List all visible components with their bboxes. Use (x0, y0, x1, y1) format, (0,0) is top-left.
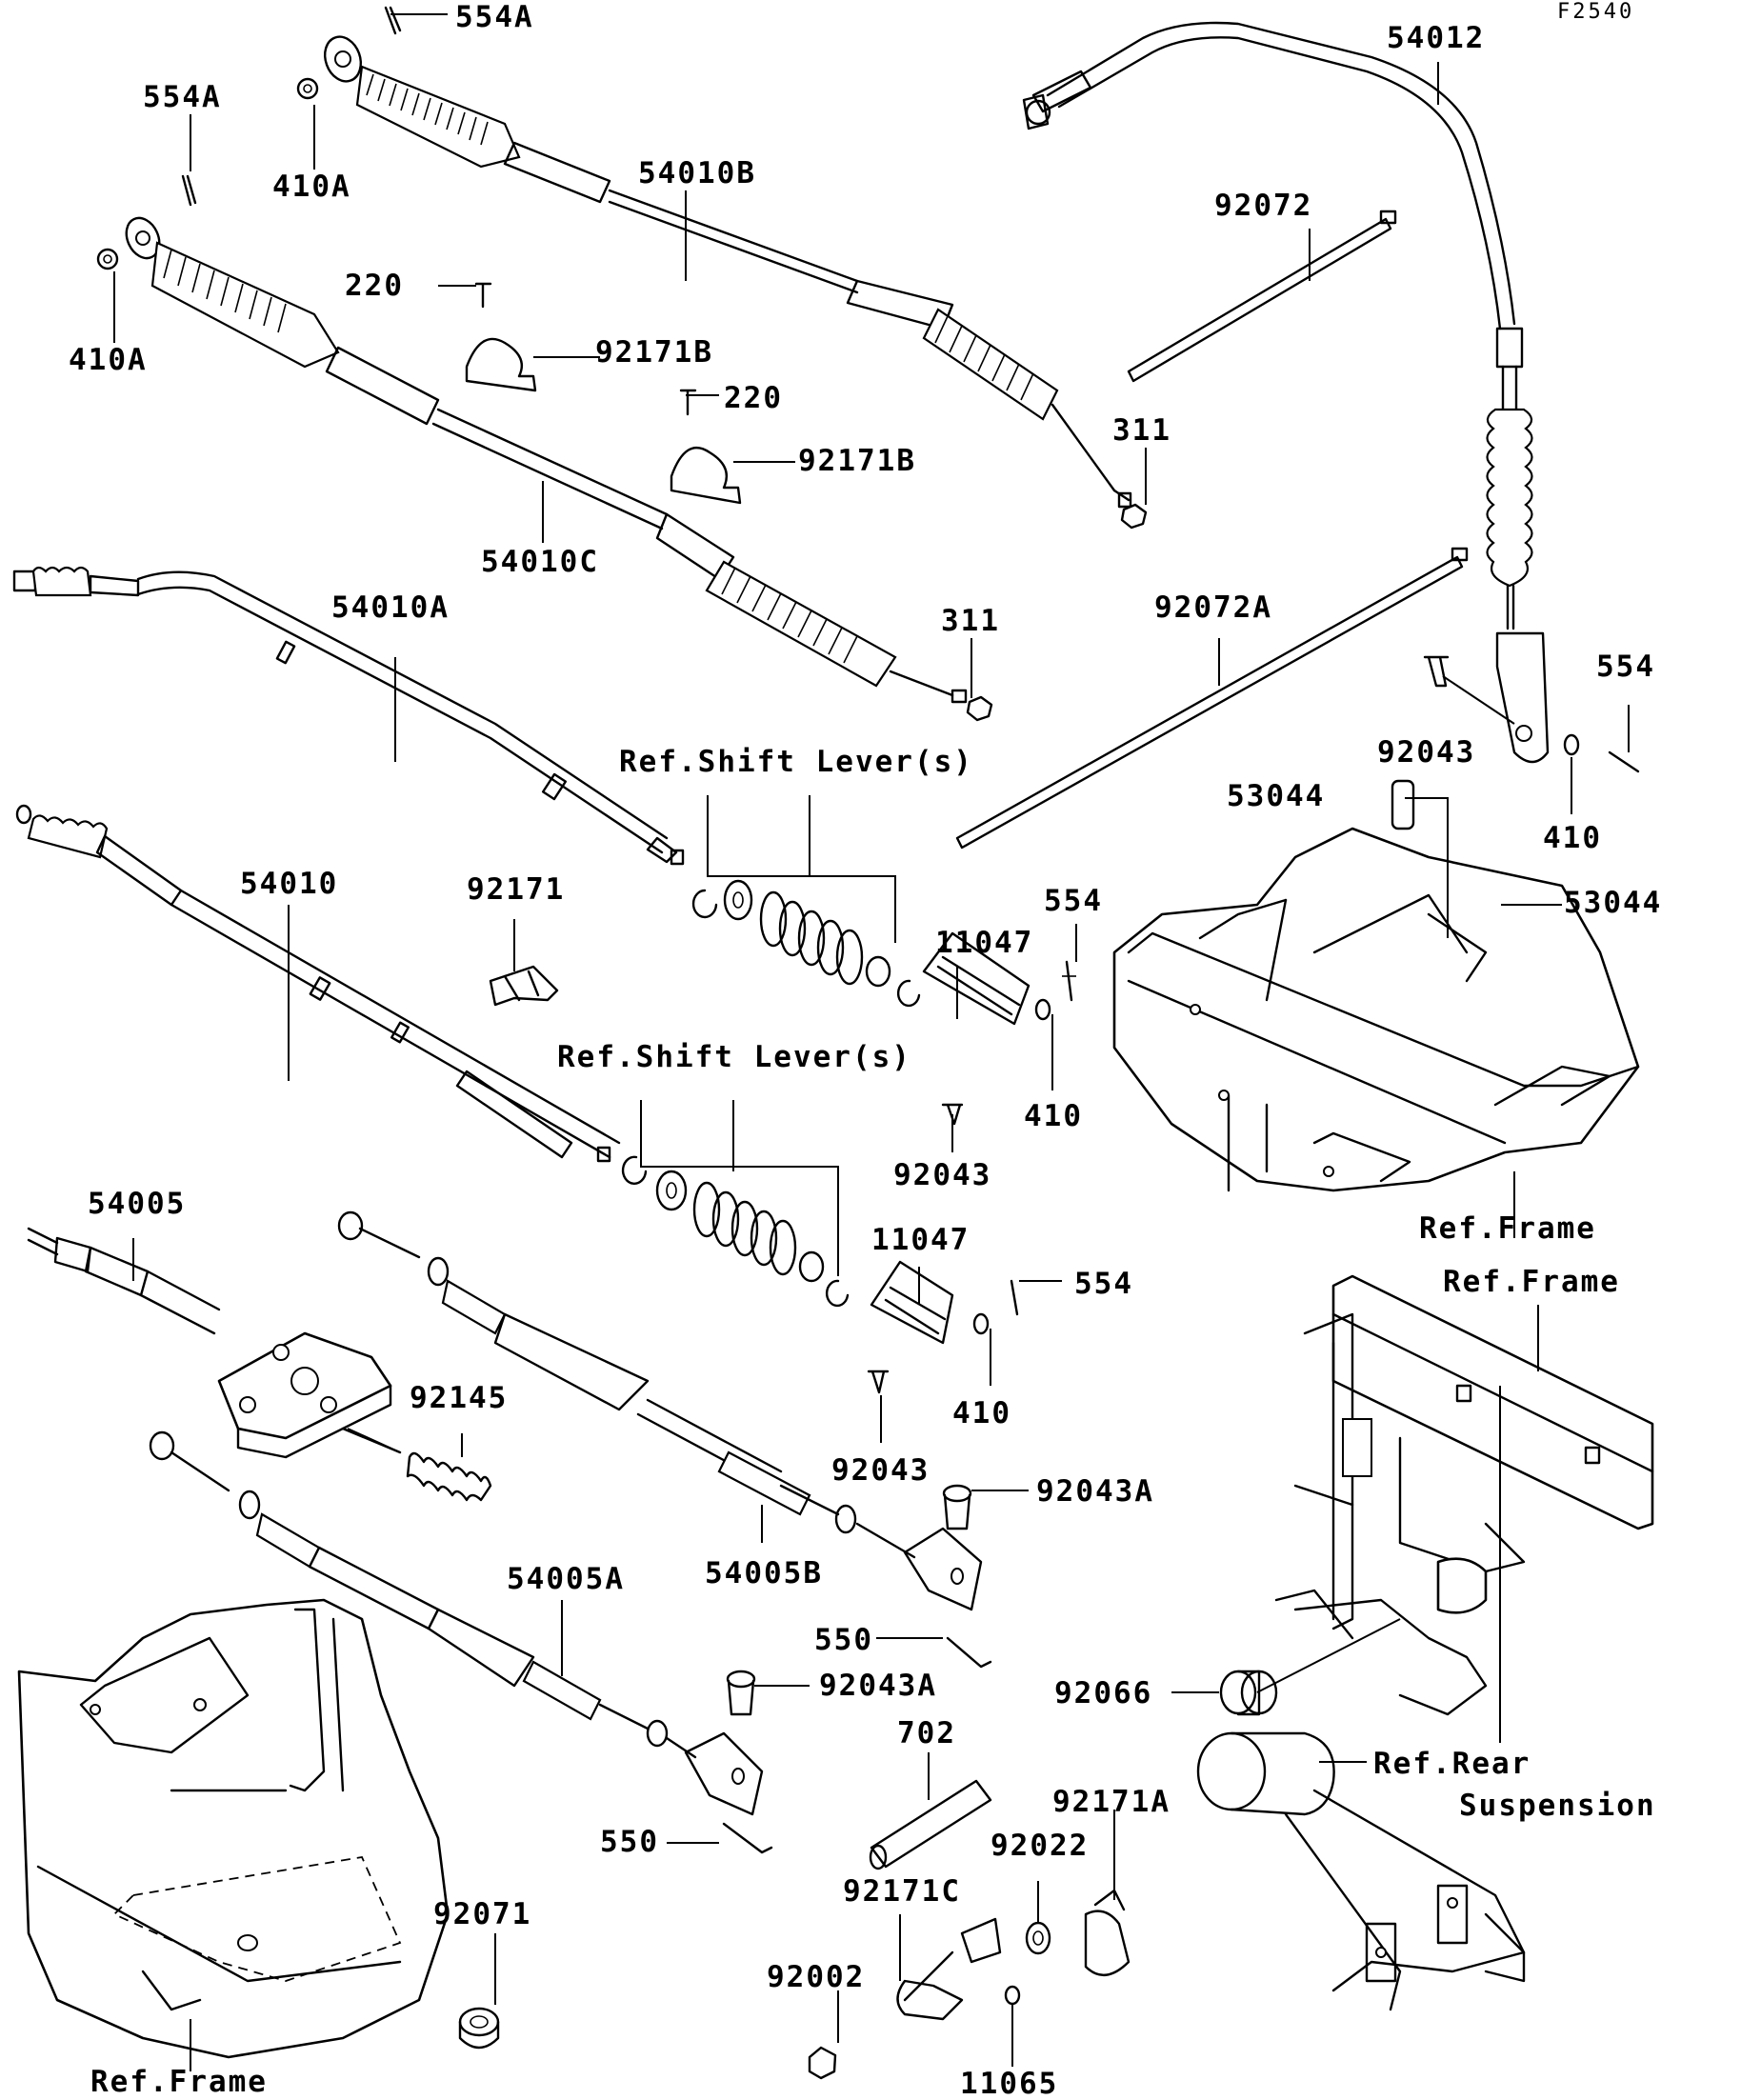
yoke-11047-a (922, 931, 1076, 1126)
label-92002: 92002 (767, 1960, 866, 1994)
cable-54010 (15, 804, 621, 1163)
label-550-b: 550 (600, 1825, 659, 1859)
label-92043a-b: 92043A (819, 1669, 937, 1703)
label-ref-frame-2: Ref.Frame (1443, 1265, 1620, 1299)
spring-assembly-1 (691, 879, 921, 1008)
frame-upper-right (1112, 827, 1640, 1192)
label-92171: 92171 (467, 872, 566, 907)
label-54005b: 54005B (705, 1556, 823, 1590)
cable-54005a (149, 1430, 764, 1816)
label-220-b: 220 (724, 381, 783, 415)
label-53044-b: 53044 (1564, 886, 1663, 920)
spring-assembly-2 (621, 1155, 850, 1308)
label-410a-left: 410A (69, 343, 148, 377)
cable-54010a (12, 566, 685, 866)
cable-54010b (323, 35, 1132, 509)
label-92072a: 92072A (1154, 590, 1272, 625)
label-92072: 92072 (1214, 189, 1313, 223)
label-suspension: Suspension (1459, 1789, 1656, 1823)
label-410-b: 410 (1024, 1099, 1083, 1133)
label-54010: 54010 (240, 867, 339, 901)
label-53044-a: 53044 (1227, 779, 1326, 813)
spring-92145 (341, 1427, 492, 1502)
label-54010a: 54010A (331, 590, 450, 625)
frame-right-middle (1274, 1274, 1654, 1716)
label-550-a: 550 (814, 1623, 873, 1657)
clip-92171 (489, 965, 559, 1007)
frame-lower-left (17, 1598, 450, 2059)
label-410-a: 410 (1543, 821, 1602, 855)
fasteners-upper-left (96, 6, 1148, 722)
cable-54010c (125, 216, 968, 704)
yoke-11047-b (867, 1260, 1019, 1394)
label-554a-top: 554A (455, 0, 534, 34)
label-311-b: 311 (941, 604, 1000, 638)
label-ref-frame-1: Ref.Frame (1419, 1211, 1596, 1246)
label-54005: 54005 (88, 1187, 187, 1221)
label-311-a: 311 (1112, 413, 1171, 448)
label-92171a: 92171A (1052, 1785, 1171, 1819)
label-54010c: 54010C (481, 545, 599, 579)
cable-54005 (27, 1227, 392, 1459)
cable-ties (955, 210, 1469, 850)
label-554-a: 554 (1596, 650, 1655, 684)
label-54012: 54012 (1387, 21, 1486, 55)
label-554-c: 554 (1074, 1267, 1133, 1301)
cap-92066 (1219, 1670, 1278, 1716)
label-ref-frame-3: Ref.Frame (90, 2065, 268, 2099)
label-11047-b: 11047 (871, 1223, 971, 1257)
clamps-92171b (465, 282, 742, 505)
cable-54012 (1022, 21, 1550, 764)
grommet-92071 (458, 2007, 500, 2050)
label-92022: 92022 (991, 1829, 1090, 1863)
label-11065: 11065 (960, 2067, 1059, 2100)
label-92071: 92071 (433, 1897, 532, 1931)
label-702: 702 (897, 1716, 956, 1750)
pipe-702 (869, 1779, 992, 1870)
rear-suspension (1196, 1731, 1526, 2011)
label-92043-b: 92043 (893, 1158, 992, 1192)
label-54010b: 54010B (638, 156, 756, 190)
label-54005a: 54005A (507, 1562, 625, 1596)
label-92066: 92066 (1054, 1676, 1153, 1710)
diagram-code: F2540 (1557, 0, 1635, 24)
leader-lines (113, 13, 1630, 2071)
cable-54005b (337, 1210, 983, 1611)
label-92171b-a: 92171B (595, 335, 713, 370)
pins-92043a (722, 1484, 992, 1854)
label-410a-top: 410A (272, 170, 351, 204)
label-220-a: 220 (345, 269, 404, 303)
label-92145: 92145 (410, 1381, 509, 1415)
label-92043-c: 92043 (831, 1453, 931, 1488)
label-92171b-b: 92171B (798, 444, 916, 478)
label-ref-rear: Ref.Rear (1373, 1747, 1531, 1781)
label-92043-a: 92043 (1377, 735, 1476, 770)
label-92043a-a: 92043A (1036, 1474, 1154, 1509)
label-11047-a: 11047 (935, 926, 1034, 960)
label-554a-left: 554A (143, 80, 222, 114)
label-410-c: 410 (952, 1396, 1011, 1430)
label-554-b: 554 (1044, 884, 1103, 918)
label-ref-shift-lever-2: Ref.Shift Lever(s) (557, 1040, 911, 1074)
label-92171c: 92171C (843, 1874, 961, 1909)
label-ref-shift-lever-1: Ref.Shift Lever(s) (619, 745, 973, 779)
